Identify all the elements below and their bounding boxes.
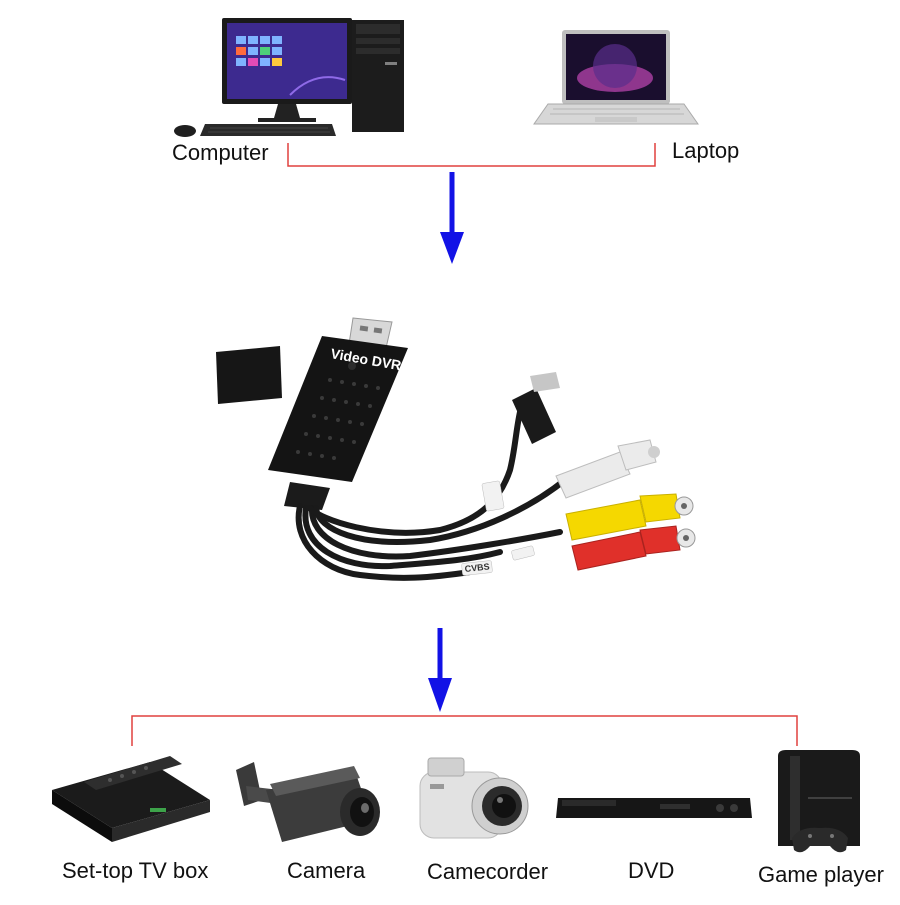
adapter-cable-tag: CVBS — [464, 561, 490, 574]
arrow-down-icon — [428, 628, 452, 712]
device-label-camcorder: Camecorder — [427, 859, 549, 884]
device-label-dvd: DVD — [628, 858, 675, 883]
device-label-game-player: Game player — [758, 862, 884, 887]
camera-icon — [236, 762, 380, 842]
camcorder-icon — [419, 757, 529, 839]
arrow-down-icon — [440, 172, 464, 264]
computer-icon — [174, 18, 404, 137]
top-bracket — [287, 143, 656, 167]
device-label-camera: Camera — [287, 858, 366, 883]
game-console-icon — [778, 750, 860, 853]
laptop-icon — [533, 30, 699, 125]
laptop-label: Laptop — [672, 138, 740, 163]
device-label-set-top-box: Set-top TV box — [62, 858, 209, 883]
dvd-player-icon — [556, 798, 752, 818]
usb-video-adapter — [216, 317, 696, 581]
computer-label: Computer — [172, 140, 269, 165]
bottom-bracket — [131, 715, 798, 746]
set-top-box-icon — [52, 756, 210, 842]
